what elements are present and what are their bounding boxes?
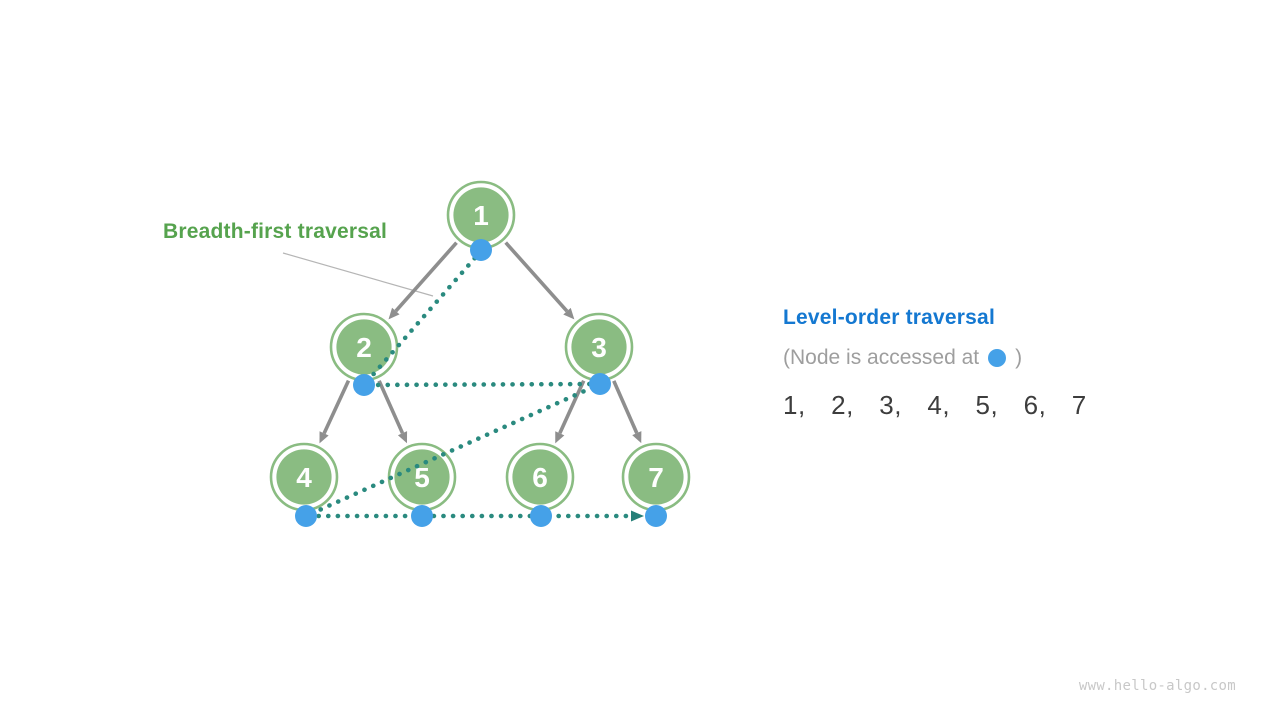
node-value: 4	[296, 462, 312, 493]
tree-edge-3-7	[612, 380, 642, 444]
legend-block: Level-order traversal (Node is accessed …	[783, 307, 1087, 418]
breadth-first-title: Breadth-first traversal	[163, 220, 388, 243]
tree-edge-3-6	[555, 379, 586, 444]
watermark: www.hello-algo.com	[1078, 678, 1236, 694]
tree-nodes: 1 2 3 4 5	[269, 180, 691, 512]
access-dot-4	[295, 505, 317, 527]
access-dot-2	[353, 374, 375, 396]
access-dot-3	[589, 373, 611, 395]
node-circle	[336, 319, 392, 375]
node-value: 2	[356, 332, 372, 363]
traversal-sequence: 1, 2, 3, 4, 5, 6, 7	[783, 390, 1087, 421]
node-value: 6	[532, 462, 548, 493]
node-circle	[512, 449, 568, 505]
access-dot-7	[645, 505, 667, 527]
tree-node-2: 2	[329, 312, 399, 382]
tree-node-3: 3	[564, 312, 634, 382]
access-dot-5	[411, 505, 433, 527]
node-circle	[628, 449, 684, 505]
callout-leader-line	[282, 252, 434, 297]
node-value: 1	[473, 200, 489, 231]
tree-node-4: 4	[269, 442, 339, 512]
tree-edges	[319, 241, 642, 444]
node-value: 5	[414, 462, 430, 493]
tree-node-6: 6	[505, 442, 575, 512]
legend-heading: Level-order traversal	[783, 306, 995, 329]
tree-edge-1-2	[388, 241, 458, 320]
legend-note: (Node is accessed at )	[783, 346, 1087, 369]
legend-note-prefix: (Node is accessed at	[783, 346, 980, 369]
node-value: 3	[591, 332, 607, 363]
node-circle	[453, 187, 509, 243]
tree-edge-1-3	[504, 241, 575, 320]
access-dot-6	[530, 505, 552, 527]
node-circle	[276, 449, 332, 505]
access-dots	[295, 239, 667, 527]
access-dot-1	[470, 239, 492, 261]
tree-edge-2-4	[319, 379, 351, 444]
tree-node-1: 1	[446, 180, 516, 250]
access-dot-icon	[988, 348, 1007, 367]
node-circle	[394, 449, 450, 505]
node-value: 7	[648, 462, 664, 493]
tree-node-7: 7	[621, 442, 691, 512]
node-circle	[571, 319, 627, 375]
legend-note-suffix: )	[1015, 346, 1023, 369]
tree-edge-2-5	[377, 380, 408, 444]
